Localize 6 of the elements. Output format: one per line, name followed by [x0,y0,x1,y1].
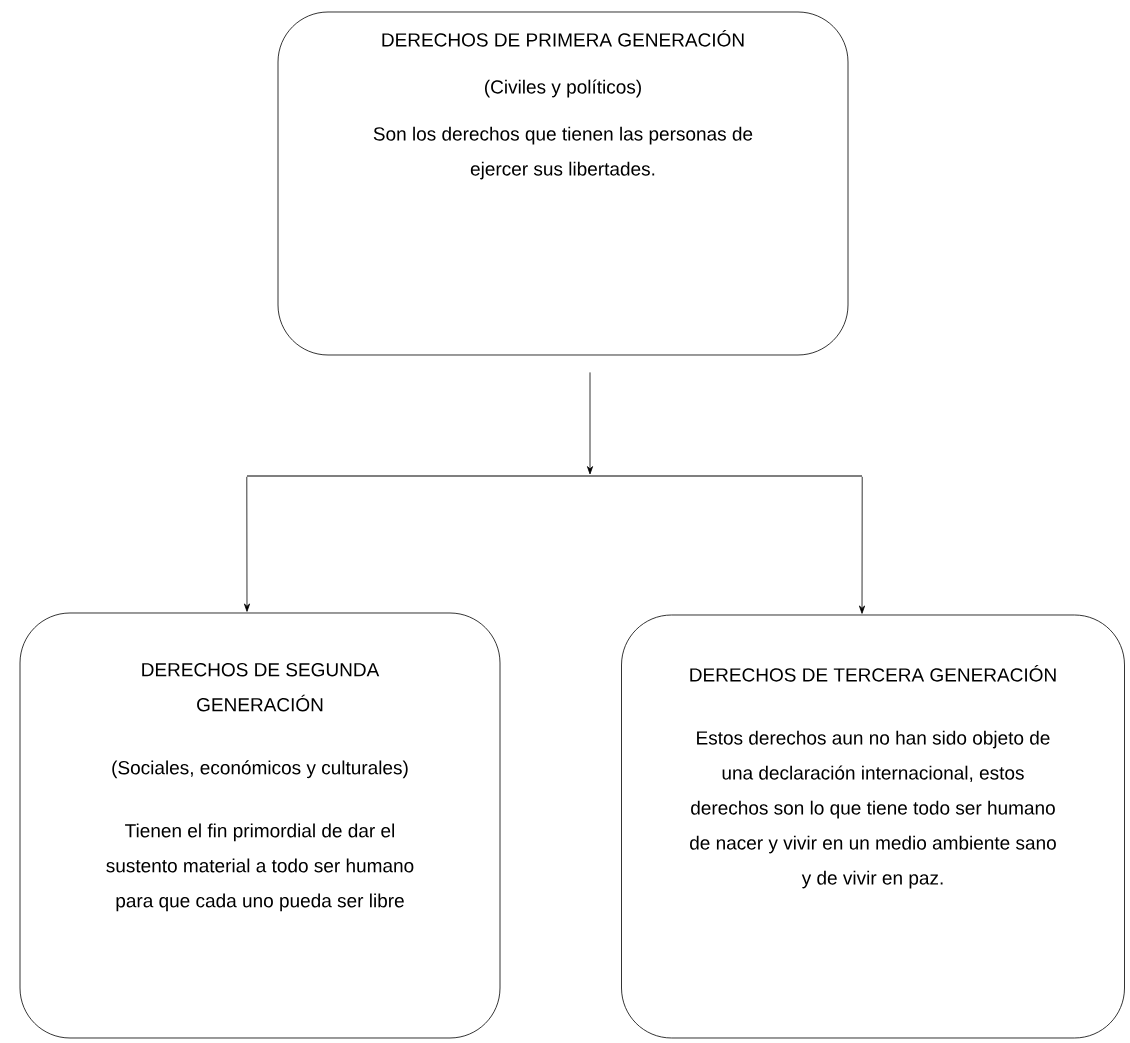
arrow [859,476,866,614]
rounded-box: DERECHOS DE SEGUNDA GENERACIÓN (Sociales, económicos y culturales) Tienen el fin primordial de dar el sustento material a todo ser humano para que cada uno pueda ser libre [19,612,501,1039]
rounded-box: DERECHOS DE PRIMERA GENERACIÓN (Civiles y políticos) Son los derechos que tienen las personas de ejercer sus libertades. [277,11,849,356]
rounded-box: DERECHOS DE TERCERA GENERACIÓN Estos derechos aun no han sido objeto de una declaración internacional, estos derechos son lo que tiene todo ser humano de nacer y vivir en un medio ambiente sano y de vivir en paz. [621,614,1125,1039]
arrow [244,476,250,612]
arrow [587,372,593,475]
